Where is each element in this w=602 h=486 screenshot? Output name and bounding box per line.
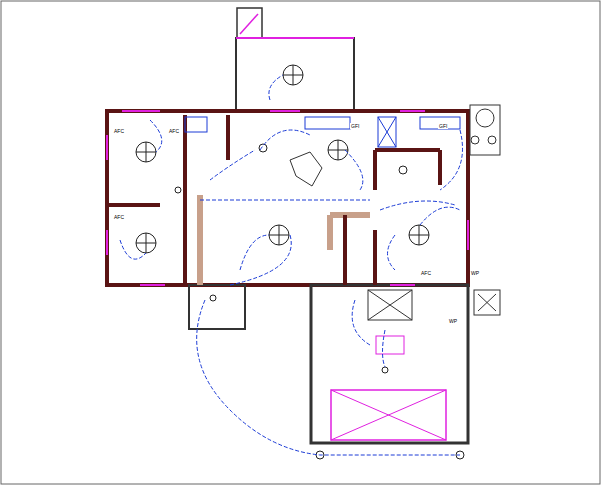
wiring xyxy=(120,75,463,455)
outlet-note: GFI xyxy=(350,123,360,129)
outlet-note: AFC xyxy=(420,270,432,276)
outlet-note: AFC xyxy=(113,214,125,220)
outlet-note: WP xyxy=(448,318,458,324)
outlet-note: WP xyxy=(470,270,480,276)
windows xyxy=(107,111,468,285)
outlet-note: GFI xyxy=(438,123,448,129)
ceiling-fans xyxy=(136,65,464,459)
outlet-note: AFC xyxy=(168,128,180,134)
walls xyxy=(107,8,468,443)
outlet-note: AFC xyxy=(113,128,125,134)
